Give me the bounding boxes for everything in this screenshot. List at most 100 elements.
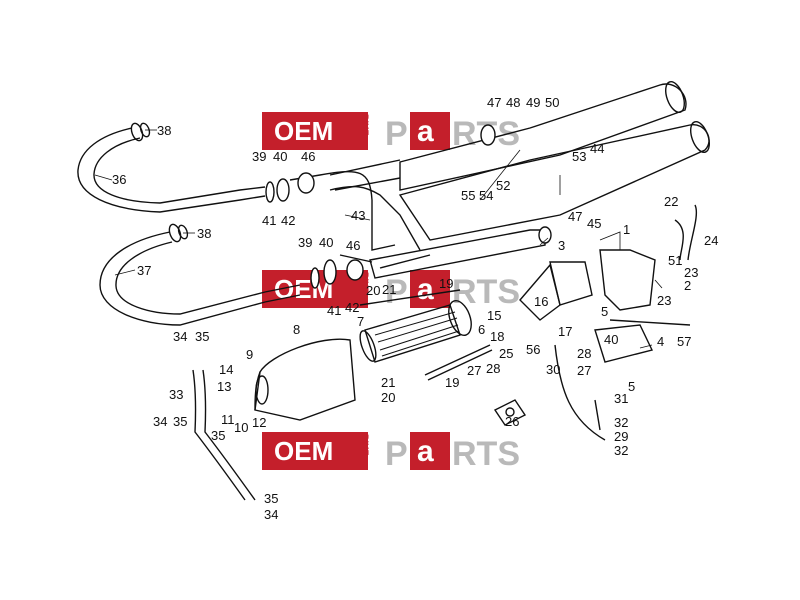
label-57: 57 xyxy=(677,334,691,349)
label-53: 53 xyxy=(572,149,586,164)
label-50: 50 xyxy=(545,95,559,110)
label-40a: 40 xyxy=(273,149,287,164)
label-21b: 21 xyxy=(381,375,395,390)
label-6: 6 xyxy=(478,322,485,337)
gasket xyxy=(493,399,527,426)
label-44: 44 xyxy=(590,141,604,156)
label-34b: 34 xyxy=(153,414,167,429)
label-42a: 42 xyxy=(281,213,295,228)
svg-text:RTS: RTS xyxy=(452,273,520,311)
label-31: 31 xyxy=(614,391,628,406)
label-34a: 34 xyxy=(173,329,187,344)
svg-text:a: a xyxy=(417,435,434,468)
label-49: 49 xyxy=(526,95,540,110)
exhaust-pipe-lower xyxy=(99,223,301,326)
label-45: 45 xyxy=(587,216,601,231)
air-box-housing xyxy=(254,338,356,421)
label-42b: 42 xyxy=(345,300,359,315)
label-40c: 40 xyxy=(604,332,618,347)
label-39b: 39 xyxy=(298,235,312,250)
label-55: 55 xyxy=(461,188,475,203)
label-20a: 20 xyxy=(366,283,380,298)
label-30: 30 xyxy=(546,362,560,377)
svg-text:BIKE: BIKE xyxy=(360,114,370,136)
label-19a: 19 xyxy=(439,276,453,291)
label-27a: 27 xyxy=(467,363,481,378)
label-11: 11 xyxy=(221,412,235,427)
label-47a: 47 xyxy=(487,95,501,110)
label-52: 52 xyxy=(496,178,510,193)
label-18: 18 xyxy=(490,329,504,344)
hoses xyxy=(192,204,697,501)
label-48: 48 xyxy=(506,95,520,110)
label-5a: 5 xyxy=(601,304,608,319)
label-36: 36 xyxy=(112,172,126,187)
svg-text:a: a xyxy=(417,273,434,306)
label-22: 22 xyxy=(664,194,678,209)
label-9: 9 xyxy=(246,347,253,362)
label-21a: 21 xyxy=(382,282,396,297)
label-12: 12 xyxy=(252,415,266,430)
label-35c: 35 xyxy=(211,428,225,443)
label-51: 51 xyxy=(668,253,682,268)
label-35a: 35 xyxy=(195,329,209,344)
label-46a: 46 xyxy=(301,149,315,164)
label-38a: 38 xyxy=(157,123,171,138)
label-41b: 41 xyxy=(327,303,341,318)
label-5b: 5 xyxy=(628,379,635,394)
intake-box xyxy=(519,249,656,363)
label-19b: 19 xyxy=(445,375,459,390)
label-54: 54 xyxy=(479,188,493,203)
label-20b: 20 xyxy=(381,390,395,405)
label-27b: 27 xyxy=(577,363,591,378)
label-4: 4 xyxy=(657,334,664,349)
label-40b: 40 xyxy=(319,235,333,250)
label-10: 10 xyxy=(234,420,248,435)
label-28a: 28 xyxy=(486,361,500,376)
watermark-bottom: OEM BIKE P a RTS xyxy=(262,432,520,473)
label-1: 1 xyxy=(623,222,630,237)
label-47b: 47 xyxy=(568,209,582,224)
label-25: 25 xyxy=(499,346,513,361)
label-8: 8 xyxy=(293,322,300,337)
svg-text:OEM: OEM xyxy=(274,116,333,146)
label-13: 13 xyxy=(217,379,231,394)
label-7: 7 xyxy=(357,314,364,329)
label-23a: 23 xyxy=(684,265,698,280)
svg-text:BIKE: BIKE xyxy=(360,434,370,456)
label-17: 17 xyxy=(558,324,572,339)
label-24: 24 xyxy=(704,233,718,248)
label-32a: 32 xyxy=(614,415,628,430)
svg-text:P: P xyxy=(385,115,408,153)
exhaust-pipe-upper xyxy=(77,122,266,213)
svg-text:P: P xyxy=(385,435,408,473)
label-3: 3 xyxy=(558,238,565,253)
svg-text:a: a xyxy=(417,115,434,148)
watermark-middle: OEM BIKE P a RTS xyxy=(262,270,520,311)
svg-text:OEM: OEM xyxy=(274,274,333,304)
label-15: 15 xyxy=(487,308,501,323)
label-26: 26 xyxy=(505,414,519,429)
label-41a: 41 xyxy=(262,213,276,228)
leader-lines xyxy=(94,129,663,349)
label-46b: 46 xyxy=(346,238,360,253)
label-37: 37 xyxy=(137,263,151,278)
muffler-upper xyxy=(399,81,687,191)
label-35d: 35 xyxy=(264,491,278,506)
label-14: 14 xyxy=(219,362,233,377)
label-43: 43 xyxy=(351,208,365,223)
svg-text:BIKE: BIKE xyxy=(360,272,370,294)
label-16: 16 xyxy=(534,294,548,309)
air-filter xyxy=(359,300,472,363)
label-56: 56 xyxy=(526,342,540,357)
watermark-top: OEM BIKE P a RTS xyxy=(262,112,520,153)
svg-text:P: P xyxy=(385,273,408,311)
label-38b: 38 xyxy=(197,226,211,241)
svg-text:OEM: OEM xyxy=(274,436,333,466)
label-29: 29 xyxy=(614,429,628,444)
label-2: 2 xyxy=(684,278,691,293)
collector-pipe xyxy=(289,159,431,269)
clamp-nuts xyxy=(265,124,552,289)
label-34c: 34 xyxy=(264,507,278,522)
